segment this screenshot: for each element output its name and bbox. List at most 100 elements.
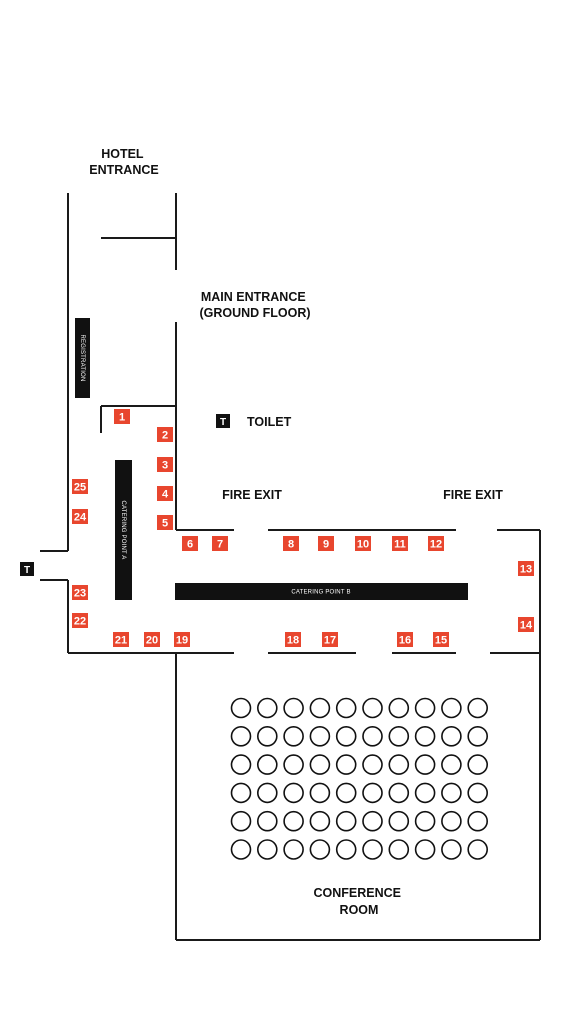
seat-r3-c4: [309, 754, 331, 775]
toilet-label: TOILET: [247, 415, 292, 429]
seat-r3-c8: [414, 754, 436, 775]
booth-8: 8: [283, 536, 299, 551]
seat-r6-c6: [362, 839, 383, 860]
seat-r6-c10: [467, 839, 489, 860]
booth-7: 7: [212, 536, 228, 551]
seat-r6-c7: [388, 839, 410, 860]
seat-r5-c7: [388, 810, 410, 832]
catering-a-label: CATERING POINT A: [120, 501, 126, 560]
booth-number: 13: [520, 564, 532, 576]
seat-r3-c7: [388, 754, 410, 775]
conference-seating: [230, 697, 489, 860]
seat-r2-c2: [256, 725, 278, 747]
seat-r3-c3: [283, 754, 304, 775]
booth-number: 17: [324, 635, 336, 647]
booth-number: 18: [287, 635, 299, 647]
booth-16: 16: [397, 632, 413, 647]
booth-number: 20: [146, 635, 158, 647]
main-entrance-line-1: MAIN ENTRANCE: [201, 290, 306, 304]
seat-r5-c9: [441, 810, 462, 832]
svg-text:T: T: [24, 565, 30, 576]
seat-r5-c1: [230, 810, 252, 832]
booth-6: 6: [182, 536, 198, 551]
booth-number: 4: [162, 489, 169, 501]
seat-r1-c3: [283, 697, 304, 719]
booth-3: 3: [157, 457, 173, 472]
seat-r4-c3: [283, 782, 304, 804]
seat-r6-c4: [309, 839, 331, 860]
seat-r5-c5: [335, 810, 357, 832]
booth-number: 6: [187, 539, 193, 551]
seat-r2-c7: [388, 725, 410, 747]
booth-12: 12: [428, 536, 444, 551]
booth-number: 15: [435, 635, 447, 647]
booth-13: 13: [518, 561, 534, 576]
seat-r1-c7: [388, 697, 410, 719]
booth-24: 24: [72, 509, 88, 524]
booth-number: 22: [74, 616, 86, 628]
seat-r5-c10: [467, 810, 489, 832]
seat-r4-c2: [256, 782, 278, 804]
seat-r4-c10: [467, 782, 489, 804]
hotel-entrance-label: HOTEL ENTRANCE: [89, 147, 158, 177]
booth-4: 4: [157, 486, 173, 501]
booth-number: 3: [162, 460, 168, 472]
hotel-entrance-line-1: HOTEL: [101, 147, 144, 161]
booth-number: 19: [176, 635, 188, 647]
booth-number: 9: [323, 539, 329, 551]
hotel-entrance-line-2: ENTRANCE: [89, 163, 158, 177]
catering-point-a: CATERING POINT A: [115, 460, 132, 600]
seat-r1-c9: [441, 697, 462, 719]
seat-r3-c10: [467, 754, 489, 775]
seat-r4-c7: [388, 782, 410, 804]
booth-number: 8: [288, 539, 294, 551]
seat-r4-c8: [414, 782, 436, 804]
booth-20: 20: [144, 632, 160, 647]
booth-number: 23: [74, 588, 86, 600]
seat-r4-c9: [441, 782, 462, 804]
toilet-icon-side: T: [20, 562, 34, 576]
seat-r5-c4: [309, 810, 331, 832]
catering-point-b: CATERING POINT B: [175, 583, 468, 600]
catering-b-label: CATERING POINT B: [291, 590, 350, 596]
booth-number: 14: [520, 620, 533, 632]
booth-number: 25: [74, 482, 86, 494]
seat-r1-c2: [256, 697, 278, 719]
booth-number: 7: [217, 539, 223, 551]
booth-1: 1: [114, 409, 130, 424]
seat-r1-c8: [414, 697, 436, 719]
registration-desk: REGISTRATION: [75, 318, 90, 398]
seat-r6-c5: [335, 839, 357, 860]
seat-r1-c10: [467, 697, 489, 719]
booth-17: 17: [322, 632, 338, 647]
booth-10: 10: [355, 536, 371, 551]
seat-r3-c2: [256, 754, 278, 775]
seat-r4-c6: [362, 782, 383, 804]
booth-number: 1: [119, 412, 125, 424]
seat-r3-c5: [335, 754, 357, 775]
seat-r3-c6: [362, 754, 383, 775]
toilet-icon-main: T: [216, 414, 230, 428]
booth-11: 11: [392, 536, 408, 551]
seat-r4-c1: [230, 782, 252, 804]
booth-23: 23: [72, 585, 88, 600]
seat-r5-c2: [256, 810, 278, 832]
booth-14: 14: [518, 617, 534, 632]
seat-r1-c4: [309, 697, 331, 719]
seat-r5-c8: [414, 810, 436, 832]
booth-18: 18: [285, 632, 301, 647]
seat-r3-c9: [441, 754, 462, 775]
seat-r5-c6: [362, 810, 383, 832]
booth-number: 10: [357, 539, 369, 551]
seat-r6-c1: [230, 839, 252, 860]
walls: [40, 193, 541, 941]
registration-label: REGISTRATION: [79, 335, 85, 382]
booth-number: 24: [74, 512, 87, 524]
booth-number: 21: [115, 635, 127, 647]
seat-r1-c5: [335, 697, 357, 719]
conference-room-line-2: ROOM: [340, 903, 379, 917]
seat-r5-c3: [283, 810, 304, 832]
seat-r4-c4: [309, 782, 331, 804]
